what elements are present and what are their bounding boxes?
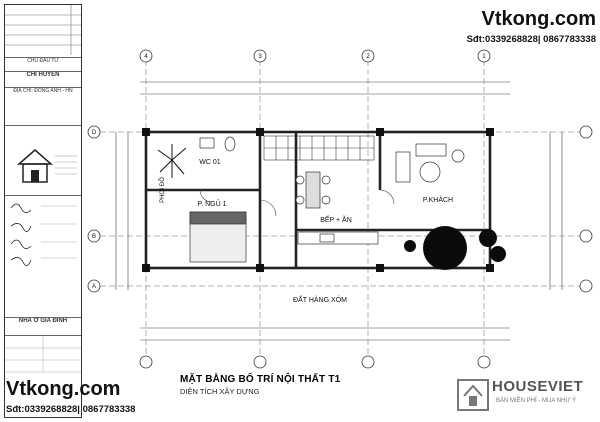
revision-grid	[5, 5, 81, 55]
title-block: CHỦ ĐẦU TƯ CHI HUYỀN ĐỊA CHỈ: ĐÔNG ANH -…	[4, 4, 82, 418]
grid-axes	[100, 60, 580, 360]
room-label-p-ngu: P. NGỦ 1	[197, 199, 226, 208]
axis-bubbles	[87, 49, 593, 369]
house-logo-icon	[17, 149, 77, 183]
address-text: ĐỊA CHỈ: ĐÔNG ANH - HN	[5, 87, 81, 100]
signatures-icon	[10, 203, 77, 266]
watermark-phone: Sđt:0339268828| 0867783338	[466, 34, 596, 45]
axis-label-d: D	[92, 130, 97, 136]
dining-table	[295, 171, 331, 209]
dimension-lines	[115, 81, 563, 341]
signature-area	[5, 195, 81, 276]
room-label-bep-an: BẾP + ĂN	[320, 214, 352, 224]
room-label-wc: WC 01	[199, 159, 221, 166]
axis-label-2: 2	[366, 54, 370, 60]
axis-label-4: 4	[144, 54, 148, 60]
watermark-top: Vtkong.com Sđt:0339268828| 0867783338	[467, 8, 596, 45]
watermark-bottom: Vtkong.com Sđt:0339268828| 0867783338	[6, 378, 135, 415]
neighbor-land-label: ĐẤT HÀNG XÓM	[293, 294, 347, 304]
sheet-info	[5, 335, 81, 416]
watermark-brand: Vtkong.com	[481, 8, 596, 30]
bed	[189, 211, 247, 263]
axis-label-b: B	[92, 234, 96, 240]
room-label-p-khach: P.KHÁCH	[423, 195, 453, 204]
owner-label: CHỦ ĐẦU TƯ	[5, 57, 81, 70]
revision-table	[5, 5, 81, 55]
owner-name: CHI HUYỀN	[5, 71, 81, 86]
axis-label-1: 1	[482, 54, 486, 60]
sheet-info-grid	[5, 336, 81, 373]
floor-plan: 4 3 2 1 D B A	[87, 49, 593, 369]
project-name: NHÀ Ở GIA ĐÌNH	[5, 317, 81, 332]
axis-label-3: 3	[258, 54, 262, 60]
plan-title-sub: DIỆN TÍCH XÂY DỰNG	[180, 387, 260, 396]
wc-fixtures	[199, 136, 236, 152]
sofa-set	[395, 143, 465, 183]
kitchen-counter	[297, 231, 379, 245]
columns	[142, 128, 494, 272]
houseviet-name: HOUSEVIET	[492, 378, 584, 395]
plant-icon	[157, 144, 187, 178]
axis-label-a: A	[92, 284, 96, 290]
room-label-phoi-do: PHƠI ĐỒ	[159, 177, 166, 203]
stairs	[263, 135, 375, 161]
company-logo	[5, 125, 81, 196]
houseviet-tagline: BẢN MIỀN PHÍ - MUA NHƯ Ý	[496, 398, 577, 404]
watermark-brand-bottom: Vtkong.com	[6, 378, 121, 400]
plan-title-main: MẶT BẰNG BỐ TRÍ NỘI THẤT T1	[180, 374, 341, 385]
round-table	[404, 226, 506, 270]
houseviet-logo-icon	[457, 379, 489, 411]
door-swings	[199, 189, 395, 217]
plan-title: MẶT BẰNG BỐ TRÍ NỘI THẤT T1 DIỆN TÍCH XÂ…	[180, 374, 500, 396]
watermark-phone-bottom: Sđt:0339268828| 0867783338	[6, 404, 136, 415]
